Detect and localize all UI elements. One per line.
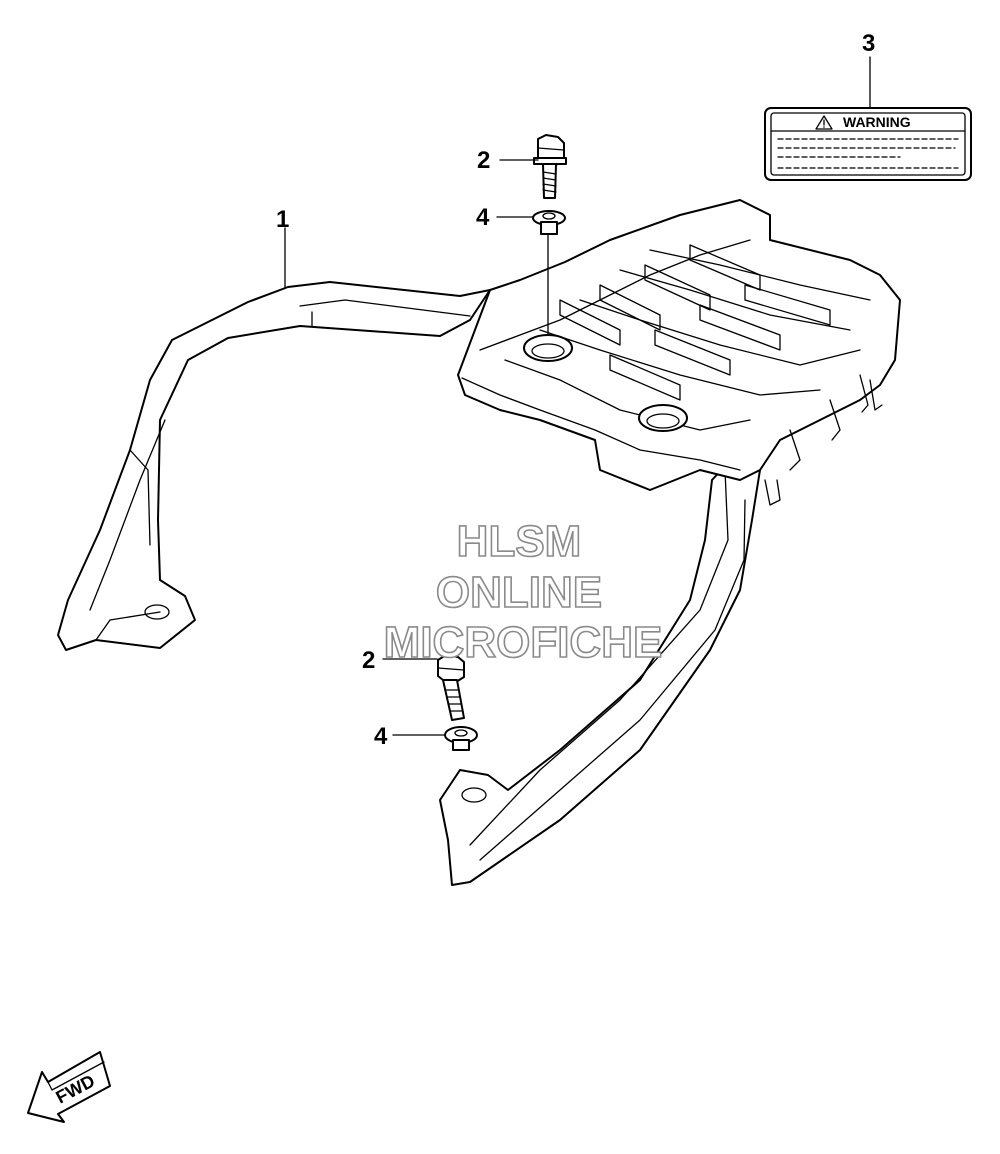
watermark-line-2: ONLINE [436, 568, 602, 617]
forward-direction-indicator: FWD [27, 1051, 111, 1123]
rear-carrier[interactable] [57, 199, 901, 886]
callout-2-bottom: 2 [362, 647, 375, 674]
warning-title: WARNING [843, 114, 911, 130]
callout-4-top: 4 [476, 204, 490, 231]
bolt-top[interactable] [533, 134, 567, 199]
callout-2-top: 2 [477, 147, 490, 174]
callout-3: 3 [862, 30, 875, 57]
watermark-line-1: HLSM [457, 517, 582, 566]
leader-lines [284, 56, 871, 736]
bolt-bottom[interactable] [437, 654, 465, 721]
watermark-line-3: MICROFICHE [384, 618, 663, 667]
collar-top[interactable] [532, 210, 566, 235]
watermark: HLSM ONLINE MICROFICHE [383, 516, 663, 668]
callout-4-bottom: 4 [374, 723, 388, 750]
collar-bottom[interactable] [444, 726, 478, 751]
forward-arrow-icon [27, 1051, 111, 1123]
callout-1: 1 [276, 206, 289, 233]
warning-triangle-icon [815, 115, 833, 130]
warning-label[interactable]: WARNING [764, 107, 972, 181]
